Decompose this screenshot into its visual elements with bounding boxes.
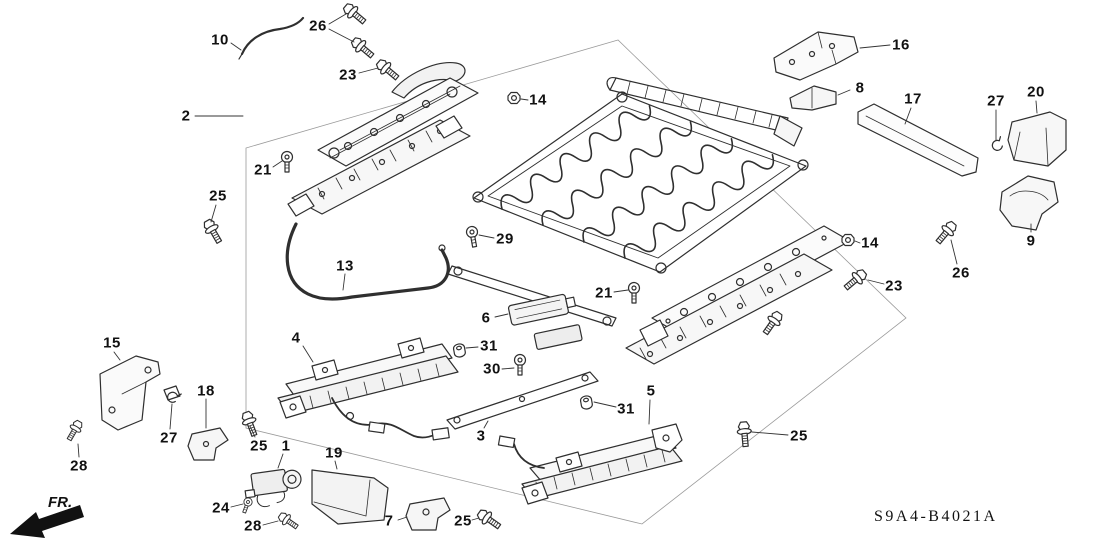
callout-20: 20 [1027,83,1045,101]
callout-15: 15 [103,334,121,352]
leader-line [277,453,284,469]
callout-7: 7 [384,512,394,530]
part-3-flat-bar [446,371,599,430]
callout-25: 25 [250,437,268,455]
leader-line [328,28,355,43]
callout-30: 30 [483,360,501,378]
seatback-crossmember [606,77,803,147]
leader-line [77,443,80,458]
part-13-bent-rod [285,222,450,301]
part-17-strip [857,103,979,177]
leader-line [113,351,121,361]
leader-line [751,431,789,436]
leader-line [262,520,279,526]
part-16-bracket [773,31,859,81]
callout-9: 9 [1026,232,1036,250]
leader-lines-layer [77,13,1038,526]
leader-line [904,107,912,125]
leader-line [230,42,242,51]
leader-line [593,401,617,408]
callout-3: 3 [476,427,486,445]
callout-28: 28 [70,457,88,475]
leader-line [210,204,217,223]
leader-line [1035,100,1038,114]
leader-line [249,425,256,438]
callout-24: 24 [212,499,230,517]
leader-line [328,13,347,25]
leader-line [520,98,529,101]
part-9-bracket [999,175,1059,231]
callout-29: 29 [496,230,514,248]
cushion-frame-springs [472,91,809,274]
callout-26: 26 [309,17,327,35]
right-upper-rail-assembly [625,225,851,365]
leader-line [272,160,283,168]
callout-17: 17 [904,90,922,108]
part-4-lower-left-rail [277,337,459,441]
callout-6: 6 [481,309,491,327]
callout-5: 5 [646,382,656,400]
leader-line [854,240,861,244]
callout-28: 28 [244,517,262,535]
callout-14: 14 [861,234,879,252]
leader-line [613,289,629,293]
callout-27: 27 [987,92,1005,110]
callout-25: 25 [790,427,808,445]
part-15-bracket [99,355,181,431]
callout-31: 31 [480,337,498,355]
leader-line [494,313,509,318]
callout-26: 26 [952,264,970,282]
leader-line [859,44,891,49]
leader-line [471,517,480,521]
callout-27: 27 [160,429,178,447]
callout-16: 16 [892,36,910,54]
part-18-bracket [187,427,229,461]
part-1-motor [244,468,302,508]
part-10-rod [238,16,305,60]
part-5-lower-right-rail [497,423,683,505]
leader-line [950,239,958,265]
leader-line [478,234,495,239]
fr-label: FR. [48,494,73,511]
leader-line [302,345,314,363]
callout-10: 10 [211,31,229,49]
callout-2: 2 [181,107,191,125]
callout-8: 8 [855,79,865,97]
callout-21: 21 [595,284,613,302]
callout-23: 23 [885,277,903,295]
leader-line [169,403,173,430]
callout-25: 25 [454,512,472,530]
callout-23: 23 [339,66,357,84]
leader-line [397,516,408,521]
center-lower-brace [447,265,617,327]
part-7-bracket [405,497,451,531]
leader-line [483,420,489,429]
callout-1: 1 [281,437,291,455]
callout-4: 4 [291,329,301,347]
callout-14: 14 [529,91,547,109]
leader-line [358,67,379,74]
callout-25: 25 [209,187,227,205]
diagram-code: S9A4-B4021A [874,508,998,525]
part-20-bracket [1007,111,1067,167]
part-6-sensor-unit [507,293,583,350]
leader-line [648,399,651,425]
part-8-bracket [789,85,837,111]
callout-13: 13 [336,257,354,275]
leader-line [230,503,244,508]
leader-line [501,367,515,370]
part-19-cover [311,469,389,525]
leader-line [465,346,479,349]
part-2-left-upper-rail-assembly [287,62,479,217]
leader-line [837,89,851,96]
leader-line [867,279,885,285]
fr-direction-arrow [10,505,84,538]
callout-31: 31 [617,400,635,418]
callout-18: 18 [197,382,215,400]
callout-21: 21 [254,161,272,179]
leader-line [342,273,346,291]
callout-19: 19 [325,444,343,462]
leader-line [334,460,338,470]
